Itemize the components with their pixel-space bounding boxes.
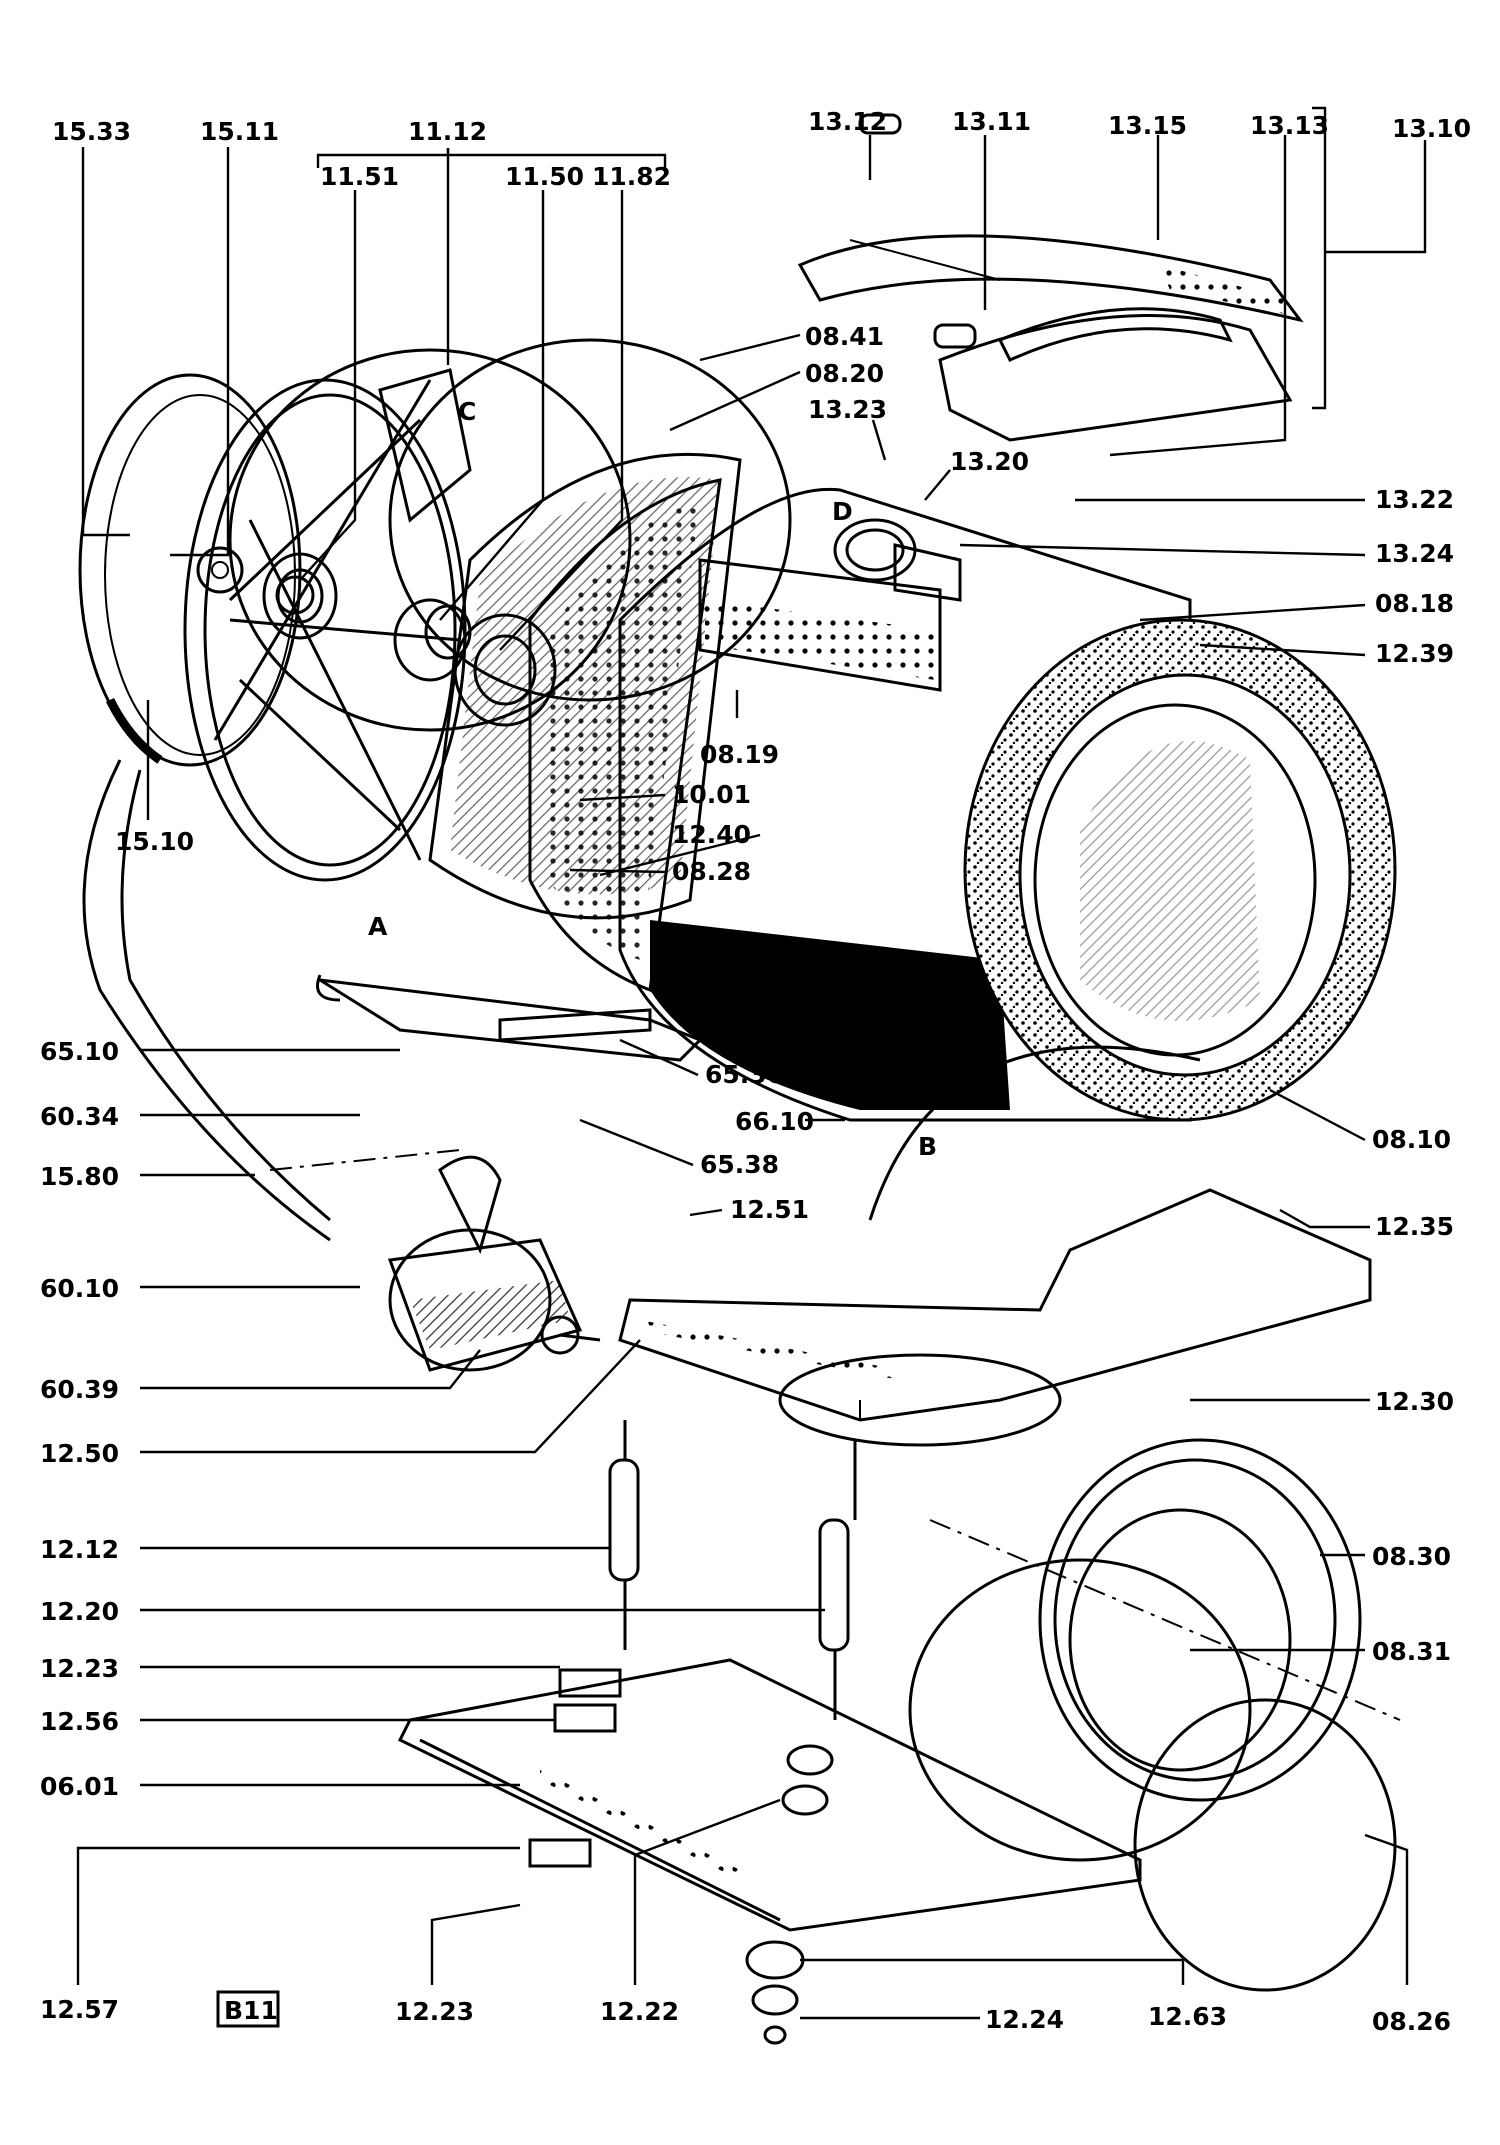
label-65-10: 65.10: [40, 1037, 119, 1066]
label-60-39: 60.39: [40, 1375, 119, 1404]
tub-body-08-19: [618, 487, 1192, 1122]
label-15-33: 15.33: [52, 117, 131, 146]
label-08-28: 08.28: [672, 857, 751, 886]
label-12-56: 12.56: [40, 1707, 119, 1736]
label-06-01: 06.01: [40, 1772, 119, 1801]
label-13-24: 13.24: [1375, 539, 1454, 568]
label-12-23-top: 12.23: [40, 1654, 119, 1683]
label-08-20: 08.20: [805, 359, 884, 388]
label-11-82: 11.82: [592, 162, 671, 191]
label-15-10: 15.10: [115, 827, 194, 856]
label-60-34: 60.34: [40, 1102, 119, 1131]
label-08-10: 08.10: [1372, 1125, 1451, 1154]
belt-15-80: [82, 759, 331, 1242]
label-12-23-bottom: 12.23: [395, 1997, 474, 2026]
leader-lines: [76, 135, 1409, 2020]
label-12-39: 12.39: [1375, 639, 1454, 668]
label-12-35: 12.35: [1375, 1212, 1454, 1241]
perforated-drum-10-01: [528, 478, 722, 993]
page-badge: B11: [216, 1990, 280, 2028]
heater-element-13-15: [797, 234, 1304, 442]
label-12-30: 12.30: [1375, 1387, 1454, 1416]
tub-base-plate-12-30: [618, 1045, 1372, 1447]
label-10-01: 10.01: [672, 780, 751, 809]
door-gasket-ring-12-39: [963, 618, 1397, 1122]
label-13-15: 13.15: [1108, 111, 1187, 140]
label-08-19: 08.19: [700, 740, 779, 769]
motor-60-10: [387, 1155, 601, 1372]
sensor-bracket-13-24: [858, 113, 977, 602]
label-11-51: 11.51: [320, 162, 399, 191]
bracket-13-10: [1312, 106, 1427, 410]
label-08-41: 08.41: [805, 322, 884, 351]
heater-element-65-10: [316, 974, 703, 1062]
label-12-40: 12.40: [672, 820, 751, 849]
center-lines: [269, 1149, 1401, 1721]
label-13-13: 13.13: [1250, 111, 1329, 140]
label-13-20: 13.20: [950, 447, 1029, 476]
shock-absorbers: [608, 1420, 857, 1720]
marker-b: B: [918, 1132, 937, 1161]
label-13-11: 13.11: [952, 107, 1031, 136]
label-08-26: 08.26: [1372, 2007, 1451, 2036]
base-frame-06-01: [397, 1658, 1142, 2045]
label-13-10: 13.10: [1392, 114, 1471, 143]
label-08-31: 08.31: [1372, 1637, 1451, 1666]
rear-spider-flange: [183, 368, 472, 882]
label-65-38: 65.38: [700, 1150, 779, 1179]
label-13-22: 13.22: [1375, 485, 1454, 514]
label-60-10: 60.10: [40, 1274, 119, 1303]
label-12-24: 12.24: [985, 2005, 1064, 2034]
label-08-18: 08.18: [1375, 589, 1454, 618]
label-66-10: 66.10: [735, 1107, 814, 1136]
label-08-30: 08.30: [1372, 1542, 1451, 1571]
label-15-11: 15.11: [200, 117, 279, 146]
label-12-12: 12.12: [40, 1535, 119, 1564]
label-13-12: 13.12: [808, 107, 887, 136]
label-13-23: 13.23: [808, 395, 887, 424]
marker-d: D: [832, 497, 853, 526]
label-65-36: 65.36: [705, 1060, 784, 1089]
label-12-63: 12.63: [1148, 2002, 1227, 2031]
marker-c: C: [458, 397, 476, 426]
page-badge-text: B11: [224, 1996, 278, 2025]
label-11-12: 11.12: [408, 117, 487, 146]
label-12-20: 12.20: [40, 1597, 119, 1626]
label-12-57: 12.57: [40, 1995, 119, 2024]
label-12-50: 12.50: [40, 1439, 119, 1468]
marker-a: A: [368, 912, 388, 941]
part-labels: 15.33 15.11 11.12 11.51 11.50 11.82 13.1…: [40, 107, 1471, 2036]
label-11-50: 11.50: [505, 162, 584, 191]
label-12-22: 12.22: [600, 1997, 679, 2026]
label-15-80: 15.80: [40, 1162, 119, 1191]
label-12-51: 12.51: [730, 1195, 809, 1224]
door-assembly-08-30: [908, 1438, 1397, 1992]
